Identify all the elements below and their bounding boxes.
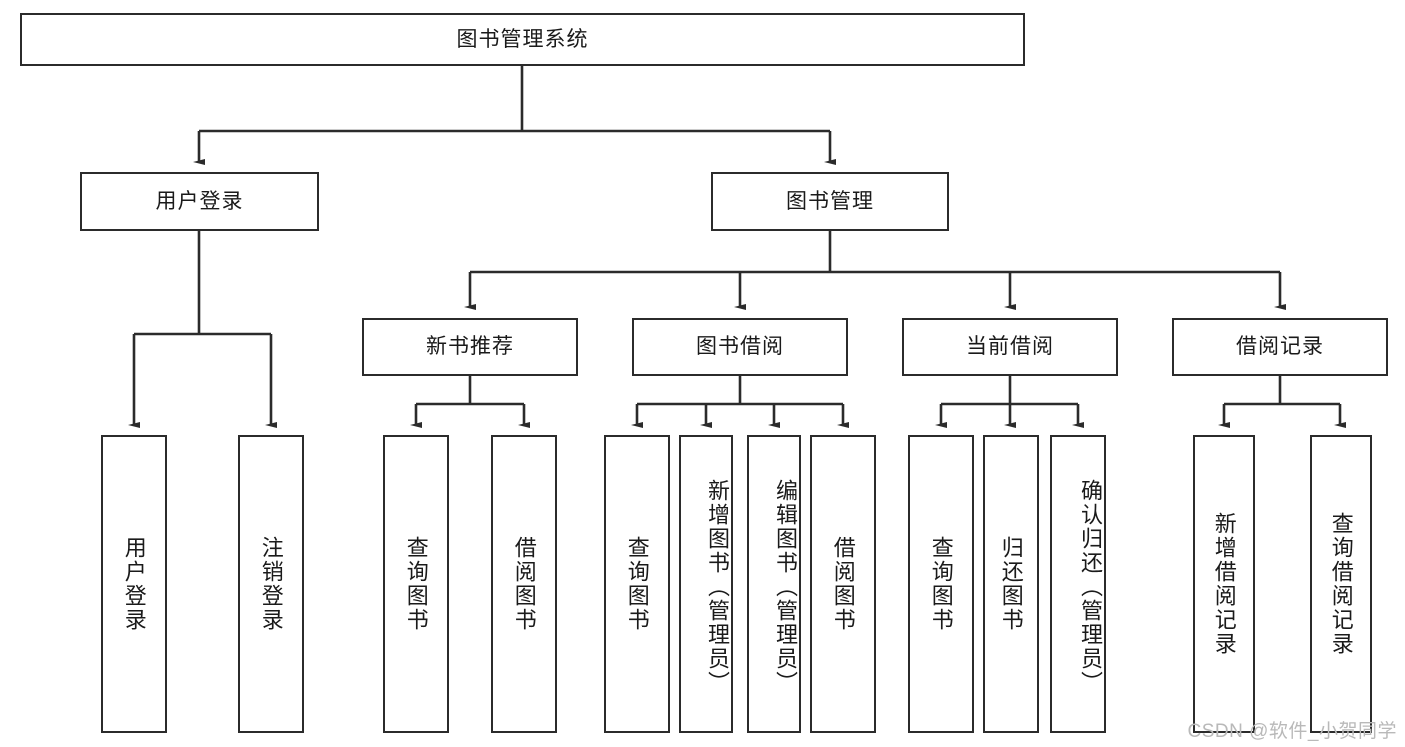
node-label: 借阅记录 [1236, 335, 1324, 359]
node-label: 借阅图书 [511, 536, 537, 632]
node-label: 新增图书（管理员） [705, 479, 730, 695]
node-label: 借阅图书 [830, 536, 856, 632]
node-label: 查询图书 [928, 536, 954, 632]
node-root-system[interactable]: 图书管理系统 [20, 13, 1025, 66]
node-borrow-record[interactable]: 借阅记录 [1172, 318, 1388, 376]
node-label: 新书推荐 [426, 335, 514, 359]
leaf-user-login-logout[interactable]: 注销登录 [238, 435, 304, 733]
leaf-current-borrow-confirm[interactable]: 确认归还（管理员） [1050, 435, 1106, 733]
watermark-text: CSDN @软件_小贺同学 [1187, 721, 1397, 742]
leaf-current-borrow-return[interactable]: 归还图书 [983, 435, 1039, 733]
leaf-book-borrow-borrow[interactable]: 借阅图书 [810, 435, 876, 733]
node-label: 图书管理系统 [456, 27, 589, 51]
node-label: 用户登录 [155, 189, 244, 213]
node-current-borrow[interactable]: 当前借阅 [902, 318, 1118, 376]
node-label: 确认归还（管理员） [1078, 479, 1103, 695]
leaf-book-borrow-add[interactable]: 新增图书（管理员） [679, 435, 733, 733]
leaf-borrow-record-query[interactable]: 查询借阅记录 [1310, 435, 1372, 733]
leaf-borrow-record-add[interactable]: 新增借阅记录 [1193, 435, 1255, 733]
node-user-login[interactable]: 用户登录 [80, 172, 319, 231]
node-label: 图书管理 [786, 189, 874, 213]
node-label: 查询图书 [403, 536, 429, 632]
node-label: 查询借阅记录 [1328, 512, 1354, 656]
leaf-new-book-borrow[interactable]: 借阅图书 [491, 435, 557, 733]
node-label: 图书借阅 [696, 335, 784, 359]
node-label: 归还图书 [998, 536, 1024, 632]
leaf-current-borrow-query[interactable]: 查询图书 [908, 435, 974, 733]
node-label: 查询图书 [624, 536, 650, 632]
node-label: 注销登录 [258, 536, 284, 632]
node-label: 用户登录 [121, 536, 147, 632]
node-label: 新增借阅记录 [1211, 512, 1237, 656]
node-book-management[interactable]: 图书管理 [711, 172, 949, 231]
leaf-book-borrow-query[interactable]: 查询图书 [604, 435, 670, 733]
node-label: 编辑图书（管理员） [773, 479, 798, 695]
leaf-new-book-query[interactable]: 查询图书 [383, 435, 449, 733]
leaf-user-login-login[interactable]: 用户登录 [101, 435, 167, 733]
node-label: 当前借阅 [966, 335, 1054, 359]
node-new-book-recommend[interactable]: 新书推荐 [362, 318, 578, 376]
leaf-book-borrow-edit[interactable]: 编辑图书（管理员） [747, 435, 801, 733]
node-book-borrow[interactable]: 图书借阅 [632, 318, 848, 376]
